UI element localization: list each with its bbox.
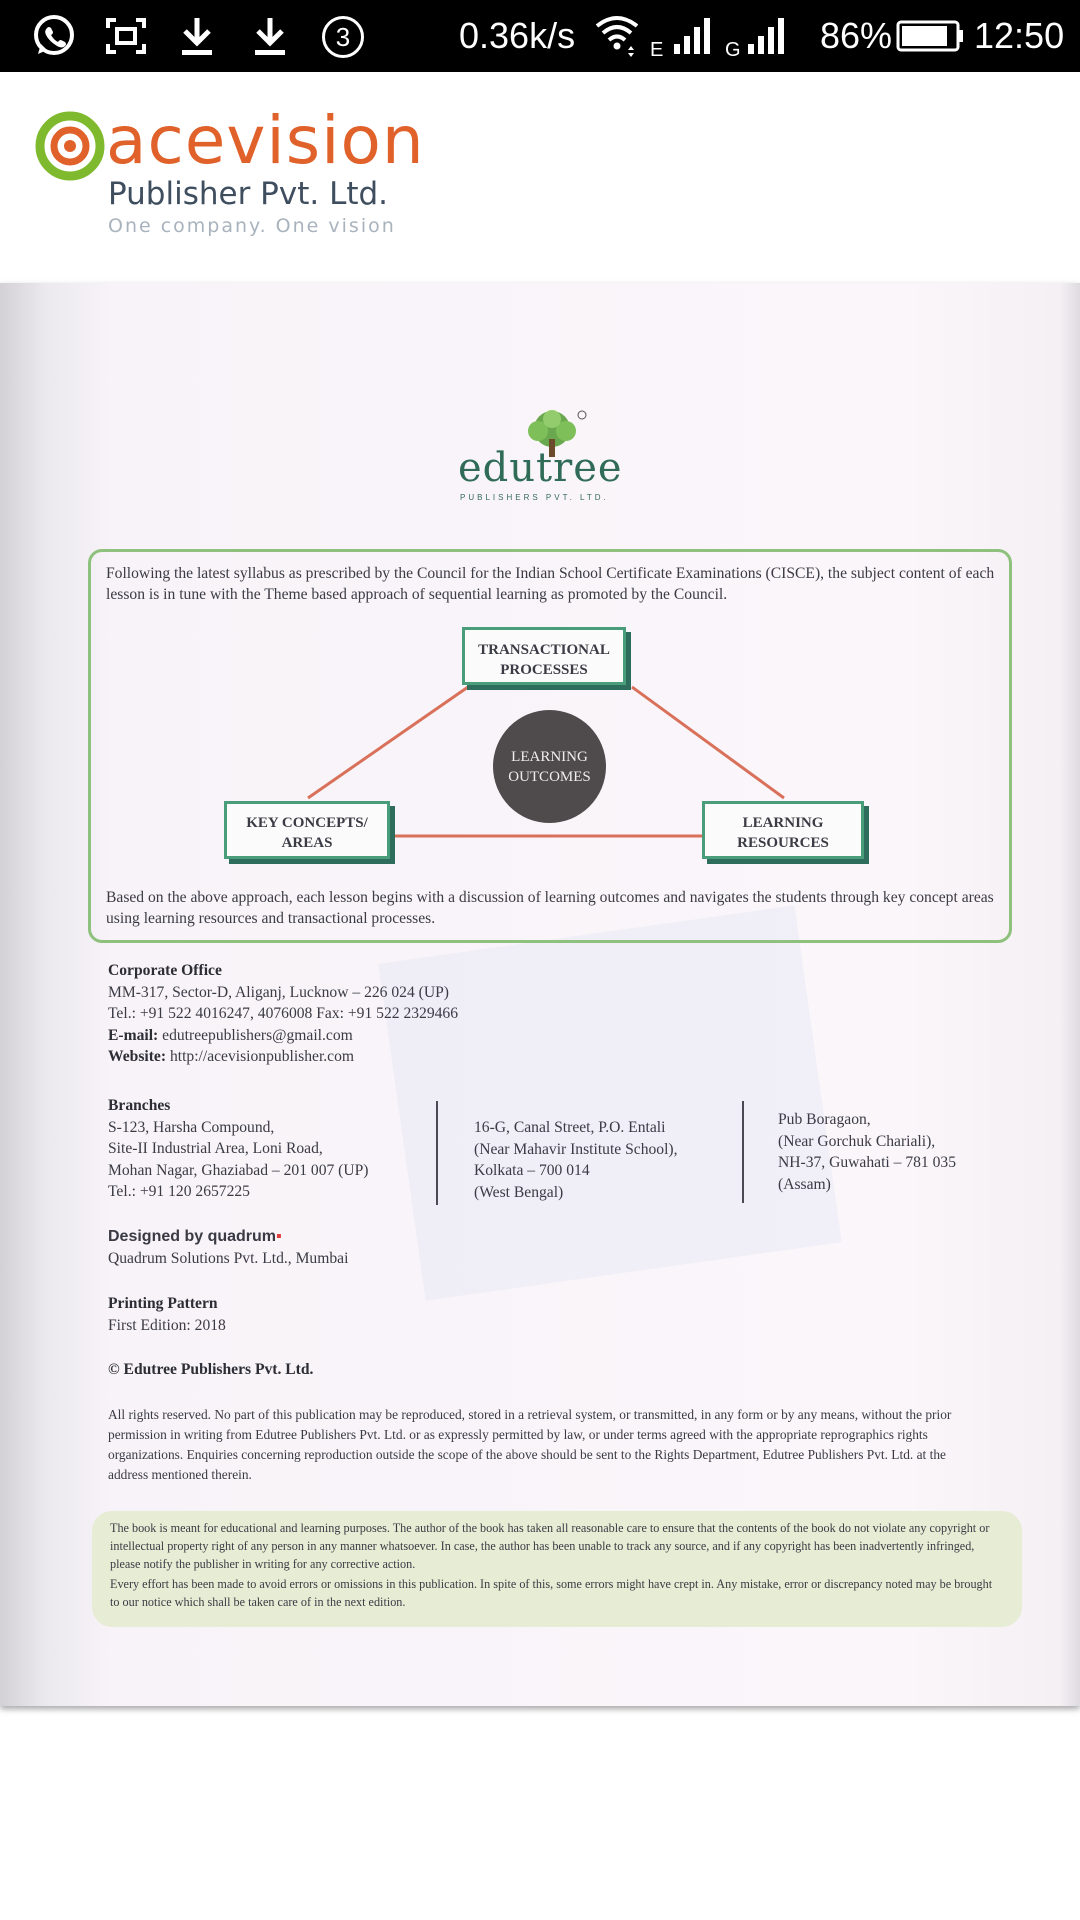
branch-line: Mohan Nagar, Ghaziabad – 201 007 (UP) [108,1161,369,1179]
branch-line: Site-II Industrial Area, Loni Road, [108,1140,323,1157]
branch-line: Tel.: +91 120 2657225 [108,1183,250,1200]
approach-intro-text: Following the latest syllabus as prescri… [106,565,995,603]
wifi-icon [595,16,639,57]
edutree-logo-subtitle: PUBLISHERS PVT. LTD. [460,493,609,502]
battery-icon [896,20,963,52]
copyright-text: © Edutree Publishers Pvt. Ltd. [108,1361,314,1378]
branch-2-block: 16-G, Canal Street, P.O. Entali (Near Ma… [474,1117,734,1203]
brand-tagline: One company. One vision [108,215,396,237]
branch-line: (Near Mahavir Institute School), [474,1140,678,1158]
website-value: http://acevisionpublisher.com [169,1048,355,1065]
notification-count-badge: 3 [322,16,364,58]
branch-line: Kolkata – 700 014 [474,1162,590,1179]
network-type-label: E [650,39,664,61]
learning-resources-node: LEARNING RESOURCES [702,801,864,859]
battery-percent: 86% [820,15,893,56]
signal-icon [748,18,784,54]
branch-line: S-123, Harsha Compound, [108,1118,275,1136]
screenshot-icon [106,18,146,54]
corporate-office-heading: Corporate Office [108,962,222,979]
column-divider [742,1101,744,1203]
scanned-page-image[interactable]: edutree PUBLISHERS PVT. LTD. Following t… [0,283,1080,1706]
whatsapp-icon [34,15,74,55]
email-value: edutreepublishers@gmail.com [162,1026,353,1044]
acevision-logo-icon [35,111,105,181]
website-label: Website: [108,1048,167,1065]
download-icon [255,18,285,55]
designed-by-label: Designed by quadrum [108,1228,277,1245]
printing-heading: Printing Pattern [108,1295,218,1312]
diagram-connector-lines [307,685,785,838]
corporate-office-address: MM-317, Sector-D, Aliganj, Lucknow – 226… [108,983,449,1001]
learning-outcomes-label: LEARNING OUTCOMES [508,748,591,785]
approach-outro-text: Based on the above approach, each lesson… [106,889,994,927]
printing-block: Printing Pattern First Edition: 2018 [108,1293,508,1336]
rights-reserved-text: All rights reserved. No part of this pub… [108,1407,952,1482]
status-bar: 3 0.36k/s E G 86% 12:50 [0,0,1080,72]
corporate-office-phone: Tel.: +91 522 4016247, 4076008 Fax: +91 … [108,1005,459,1022]
printing-edition: First Edition: 2018 [108,1316,226,1334]
disclaimer-box: The book is meant for educational and le… [92,1511,1022,1627]
key-concepts-node: KEY CONCEPTS/ AREAS [224,801,390,859]
download-icon [182,18,212,55]
network-type-label: G [725,39,741,61]
designer-company: Quadrum Solutions Pvt. Ltd., Mumbai [108,1249,349,1267]
learning-outcomes-circle: LEARNING OUTCOMES [493,710,606,823]
designed-by-block: Designed by quadrum▪ Quadrum Solutions P… [108,1226,508,1269]
branch-line: (Near Gorchuk Chariali), [778,1132,936,1150]
signal-icon [674,18,710,54]
disclaimer-text-2: Every effort has been made to avoid erro… [110,1577,993,1609]
edutree-logo-text: edutree [458,445,623,491]
edutree-tree-icon [528,410,587,457]
branch-3-block: Pub Boragaon, (Near Gorchuk Chariali), N… [778,1109,1038,1195]
branch-1-block: Branches S-123, Harsha Compound, Site-II… [108,1095,428,1203]
column-divider [436,1101,438,1205]
branch-line: (Assam) [778,1175,831,1193]
copyright-line: © Edutree Publishers Pvt. Ltd. [108,1359,508,1381]
branch-line: Pub Boragaon, [778,1111,871,1128]
brand-subtitle: Publisher Pvt. Ltd. [108,176,389,212]
clock: 12:50 [974,15,1065,56]
branch-line: (West Bengal) [474,1183,564,1201]
branch-line: 16-G, Canal Street, P.O. Entali [474,1119,666,1136]
approach-frame [88,549,1012,943]
disclaimer-text-1: The book is meant for educational and le… [110,1521,990,1571]
brand-name: acevision [106,102,425,179]
app-header: acevision Publisher Pvt. Ltd. One compan… [0,72,1080,282]
network-speed: 0.36k/s [459,15,576,56]
branch-line: NH-37, Guwahati – 781 035 [778,1154,957,1171]
corporate-office-block: Corporate Office MM-317, Sector-D, Aliga… [108,960,608,1068]
transactional-processes-node: TRANSACTIONAL PROCESSES [462,627,626,685]
branches-heading: Branches [108,1097,171,1114]
quadrum-mark: ▪ [276,1228,282,1245]
email-label: E-mail: [108,1026,159,1044]
